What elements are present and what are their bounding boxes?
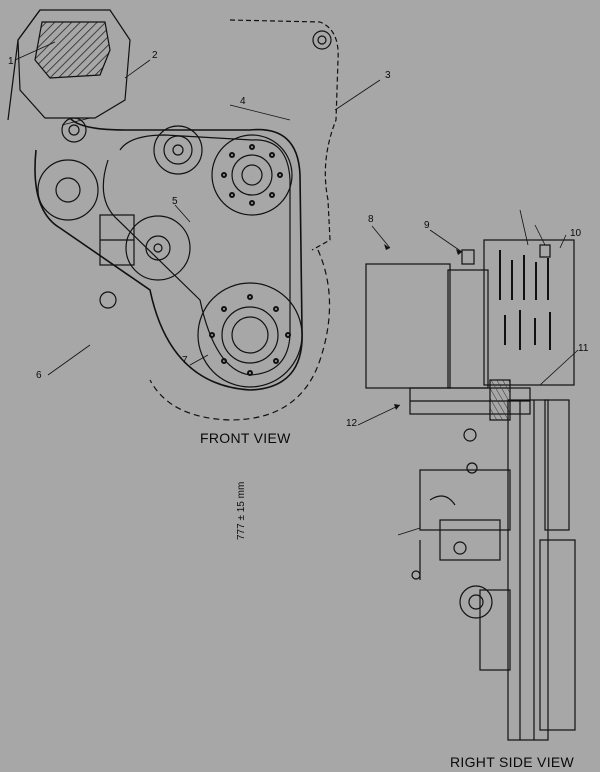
belt-side-profile <box>507 399 549 741</box>
auxiliary-pulley <box>37 159 99 221</box>
callout-3: 3 <box>385 70 391 81</box>
right-side-view-title: RIGHT SIDE VIEW <box>450 754 575 770</box>
water-pump-pulley <box>211 134 293 216</box>
dimension-note: 777 ± 15 mm <box>236 481 247 540</box>
callout-4: 4 <box>240 96 246 107</box>
tensioner-side <box>459 585 493 619</box>
drive-belt-inner <box>102 134 291 376</box>
callout-2: 2 <box>152 50 158 61</box>
callout-7: 7 <box>182 355 188 366</box>
front-view-drawing <box>7 9 381 421</box>
top-lug <box>312 30 332 50</box>
leader-arrows <box>384 244 462 410</box>
callout-12: 12 <box>346 418 358 429</box>
front-view-title: FRONT VIEW <box>200 430 291 446</box>
callout-8: 8 <box>368 214 374 225</box>
alternator <box>17 9 131 119</box>
callout-11: 11 <box>578 343 589 354</box>
fan-pulley <box>153 125 203 175</box>
alternator-side-body <box>365 263 451 389</box>
idler-pulley <box>125 215 191 281</box>
drive-belt-outer <box>34 117 303 391</box>
timing-cover-arc <box>149 249 331 421</box>
engine-block-outline <box>229 19 339 251</box>
callout-5: 5 <box>172 196 178 207</box>
callout-1: 1 <box>8 56 14 67</box>
callout-6: 6 <box>36 370 42 381</box>
callout-9: 9 <box>424 220 430 231</box>
callout-10: 10 <box>570 228 582 239</box>
right-side-view-drawing <box>357 209 579 741</box>
